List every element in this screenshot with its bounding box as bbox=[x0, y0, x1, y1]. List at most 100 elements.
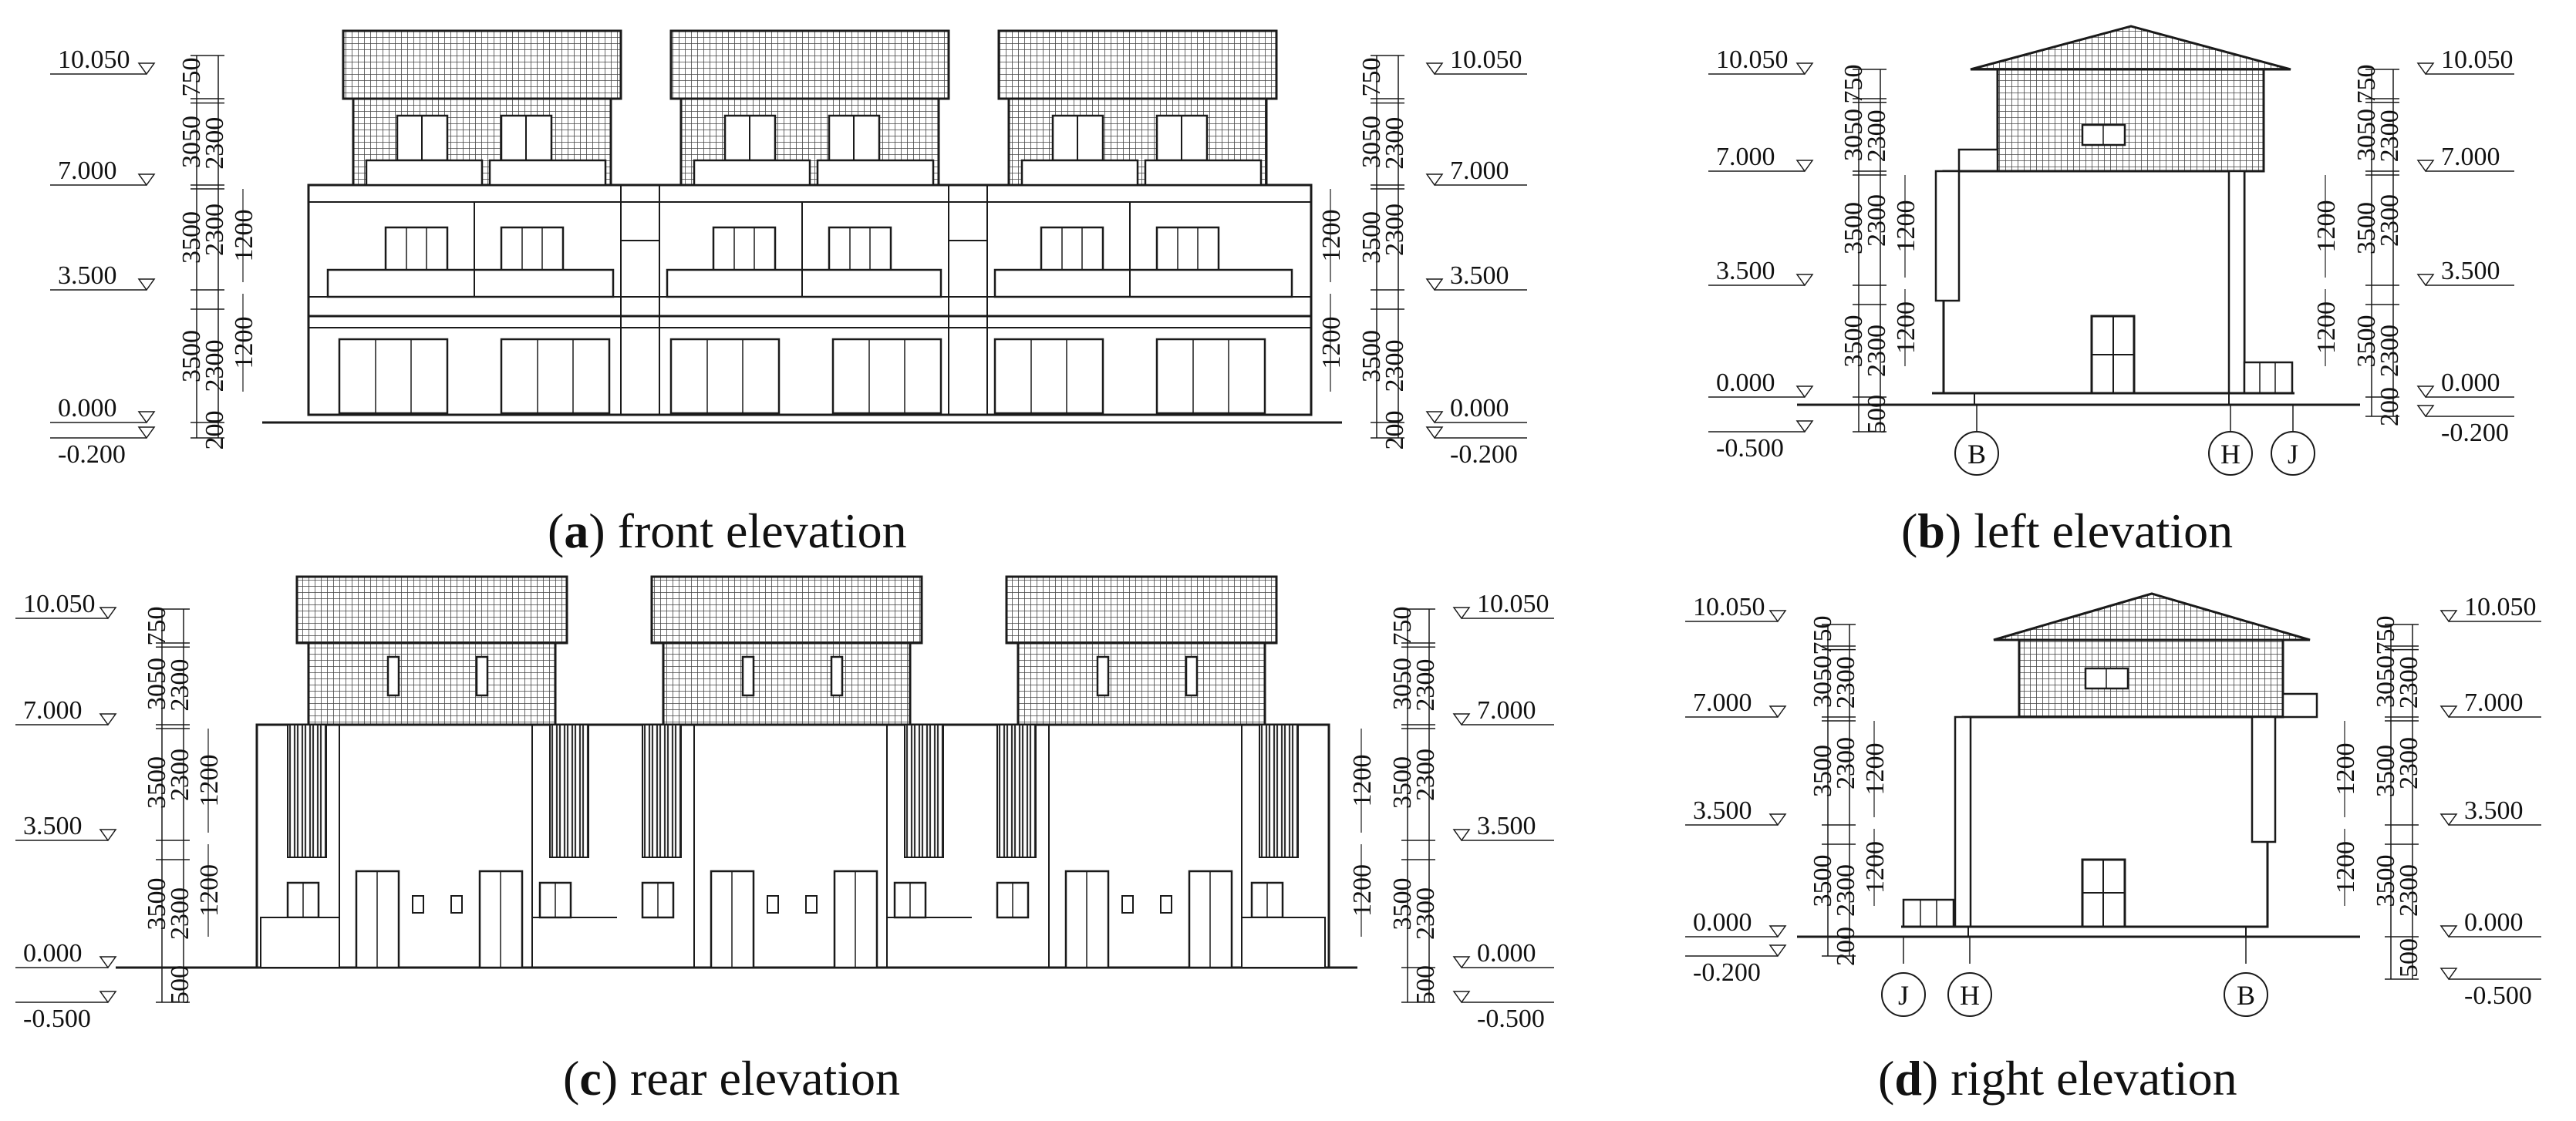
level-mark: 0.000 bbox=[1450, 394, 1509, 422]
axis-marker-j: J bbox=[2271, 431, 2315, 476]
dimension-value: 2300 bbox=[2395, 864, 2423, 917]
level-mark: 3.500 bbox=[1716, 257, 1775, 285]
caption-right-elevation: (d) right elevation bbox=[1878, 1051, 2237, 1106]
level-mark: 0.000 bbox=[2441, 369, 2500, 397]
dimension-value: 2300 bbox=[166, 887, 194, 940]
rear-left-dimensions: 10.0507.0003.5000.000-0.5007503050230035… bbox=[15, 590, 224, 1033]
axis-marker-b: B bbox=[2224, 972, 2268, 1017]
dimension-value: 1200 bbox=[230, 210, 258, 262]
dimension-value: 1200 bbox=[2312, 301, 2341, 354]
dimension-value: 3500 bbox=[1809, 745, 1837, 797]
level-mark: 0.000 bbox=[1477, 939, 1536, 968]
level-mark: 0.000 bbox=[23, 939, 83, 968]
svg-text:H: H bbox=[1960, 980, 1980, 1011]
level-mark: 3.500 bbox=[1693, 796, 1752, 825]
caption-front-elevation: (a) front elevation bbox=[548, 503, 907, 558]
dimension-value: 3500 bbox=[1357, 330, 1386, 382]
dimension-value: 3500 bbox=[1388, 756, 1417, 809]
level-mark: 3.500 bbox=[23, 812, 83, 840]
dimension-value: 3500 bbox=[2352, 315, 2381, 368]
level-mark: -0.200 bbox=[1450, 440, 1518, 469]
dimension-value: 2300 bbox=[1381, 340, 1409, 392]
level-mark: 7.000 bbox=[1450, 157, 1509, 185]
axis-marker-h: H bbox=[2208, 431, 2253, 476]
level-mark: 10.050 bbox=[2441, 45, 2514, 74]
dimension-value: 2300 bbox=[2395, 656, 2423, 709]
dimension-value: 2300 bbox=[2395, 737, 2423, 789]
axis-marker-h: H bbox=[1947, 972, 1992, 1017]
dimension-value: 3500 bbox=[177, 330, 206, 382]
dimension-value: 3500 bbox=[1839, 202, 1868, 254]
dimension-value: 1200 bbox=[2332, 743, 2360, 796]
right-axis-markers: J H B bbox=[1881, 937, 2268, 1017]
dimension-value: 3050 bbox=[1809, 655, 1837, 708]
caption-rear-elevation: (c) rear elevation bbox=[563, 1051, 900, 1106]
svg-text:J: J bbox=[2288, 439, 2298, 470]
dimension-value: 3050 bbox=[177, 116, 206, 168]
dimension-value: 750 bbox=[143, 607, 171, 646]
dimension-value: 1200 bbox=[1317, 210, 1346, 262]
caption-left-elevation: (b) left elevation bbox=[1901, 503, 2233, 558]
level-mark: 0.000 bbox=[1716, 369, 1775, 397]
dimension-value: 3500 bbox=[1809, 855, 1837, 907]
dimension-value: 2300 bbox=[1411, 749, 1440, 801]
dimension-value: 200 bbox=[2375, 387, 2404, 426]
dimension-value: 2300 bbox=[2375, 325, 2404, 377]
dimension-value: 2300 bbox=[166, 659, 194, 712]
level-mark: -0.500 bbox=[2464, 981, 2532, 1010]
svg-text:B: B bbox=[2237, 980, 2255, 1011]
dimension-value: 3500 bbox=[143, 878, 171, 931]
dimension-value: 1200 bbox=[2312, 200, 2341, 253]
dimension-value: 3500 bbox=[1357, 211, 1386, 264]
dimension-value: 1200 bbox=[1861, 841, 1890, 894]
front-building bbox=[262, 29, 1342, 424]
front-right-dimensions: 10.0507.0003.5000.000-0.2007503050230035… bbox=[1317, 45, 1527, 469]
level-mark: -0.500 bbox=[23, 1005, 91, 1033]
dimension-value: 500 bbox=[2395, 938, 2423, 978]
dimension-value: 3050 bbox=[1388, 658, 1417, 710]
dimension-value: 1200 bbox=[195, 864, 224, 917]
dimension-value: 750 bbox=[1388, 607, 1417, 646]
left-left-dimensions: 10.0507.0003.5000.000-0.5007503050230035… bbox=[1708, 45, 1920, 463]
dimension-value: 1200 bbox=[1892, 301, 1920, 354]
level-mark: -0.500 bbox=[1477, 1005, 1545, 1033]
dimension-value: 2300 bbox=[1381, 117, 1409, 170]
dimension-value: 500 bbox=[1863, 395, 1891, 434]
dimension-value: 3500 bbox=[1839, 315, 1868, 368]
level-mark: 7.000 bbox=[1716, 143, 1775, 171]
level-mark: 3.500 bbox=[1477, 812, 1536, 840]
dimension-value: 3050 bbox=[1357, 116, 1386, 168]
dimension-value: 2300 bbox=[1411, 659, 1440, 712]
level-mark: 10.050 bbox=[1716, 45, 1789, 74]
dimension-value: 1200 bbox=[1861, 743, 1890, 796]
dimension-value: 3050 bbox=[2352, 109, 2381, 161]
dimension-value: 500 bbox=[166, 965, 194, 1005]
dimension-value: 2300 bbox=[2375, 109, 2404, 162]
dimension-value: 3050 bbox=[2372, 655, 2400, 708]
dimension-value: 750 bbox=[1809, 616, 1837, 655]
dimension-value: 2300 bbox=[1832, 737, 1860, 789]
dimension-value: 3500 bbox=[1388, 878, 1417, 931]
axis-marker-b: B bbox=[1954, 431, 1999, 476]
dimension-value: 200 bbox=[201, 411, 229, 450]
dimension-value: 3050 bbox=[1839, 109, 1868, 161]
dimension-value: 2300 bbox=[1863, 325, 1891, 377]
level-mark: 7.000 bbox=[2464, 688, 2524, 717]
front-left-dimensions: 10.0507.0003.5000.000-0.2007503050230035… bbox=[50, 45, 258, 469]
level-mark: 10.050 bbox=[2464, 593, 2537, 621]
dimension-value: 2300 bbox=[1832, 656, 1860, 709]
dimension-value: 2300 bbox=[201, 340, 229, 392]
dimension-value: 2300 bbox=[1411, 887, 1440, 940]
dimension-value: 2300 bbox=[1863, 194, 1891, 247]
right-left-dimensions: 10.0507.0003.5000.000-0.2007503050230035… bbox=[1685, 593, 1890, 987]
dimension-value: 2300 bbox=[1863, 109, 1891, 162]
panel-right-elevation: J H B 10.0507.0003.5000.000-0.2007503050… bbox=[1685, 592, 2541, 1106]
level-mark: 3.500 bbox=[1450, 261, 1509, 290]
panel-left-elevation: B H J 10.050 7.000 3.500 0.000 -0.500 750 3050… bbox=[1708, 25, 2514, 558]
dimension-value: 1200 bbox=[1317, 317, 1346, 369]
level-mark: -0.500 bbox=[1716, 434, 1784, 463]
dimension-value: 1200 bbox=[230, 317, 258, 369]
dimension-value: 750 bbox=[2352, 65, 2381, 104]
level-mark: 0.000 bbox=[2464, 908, 2524, 937]
